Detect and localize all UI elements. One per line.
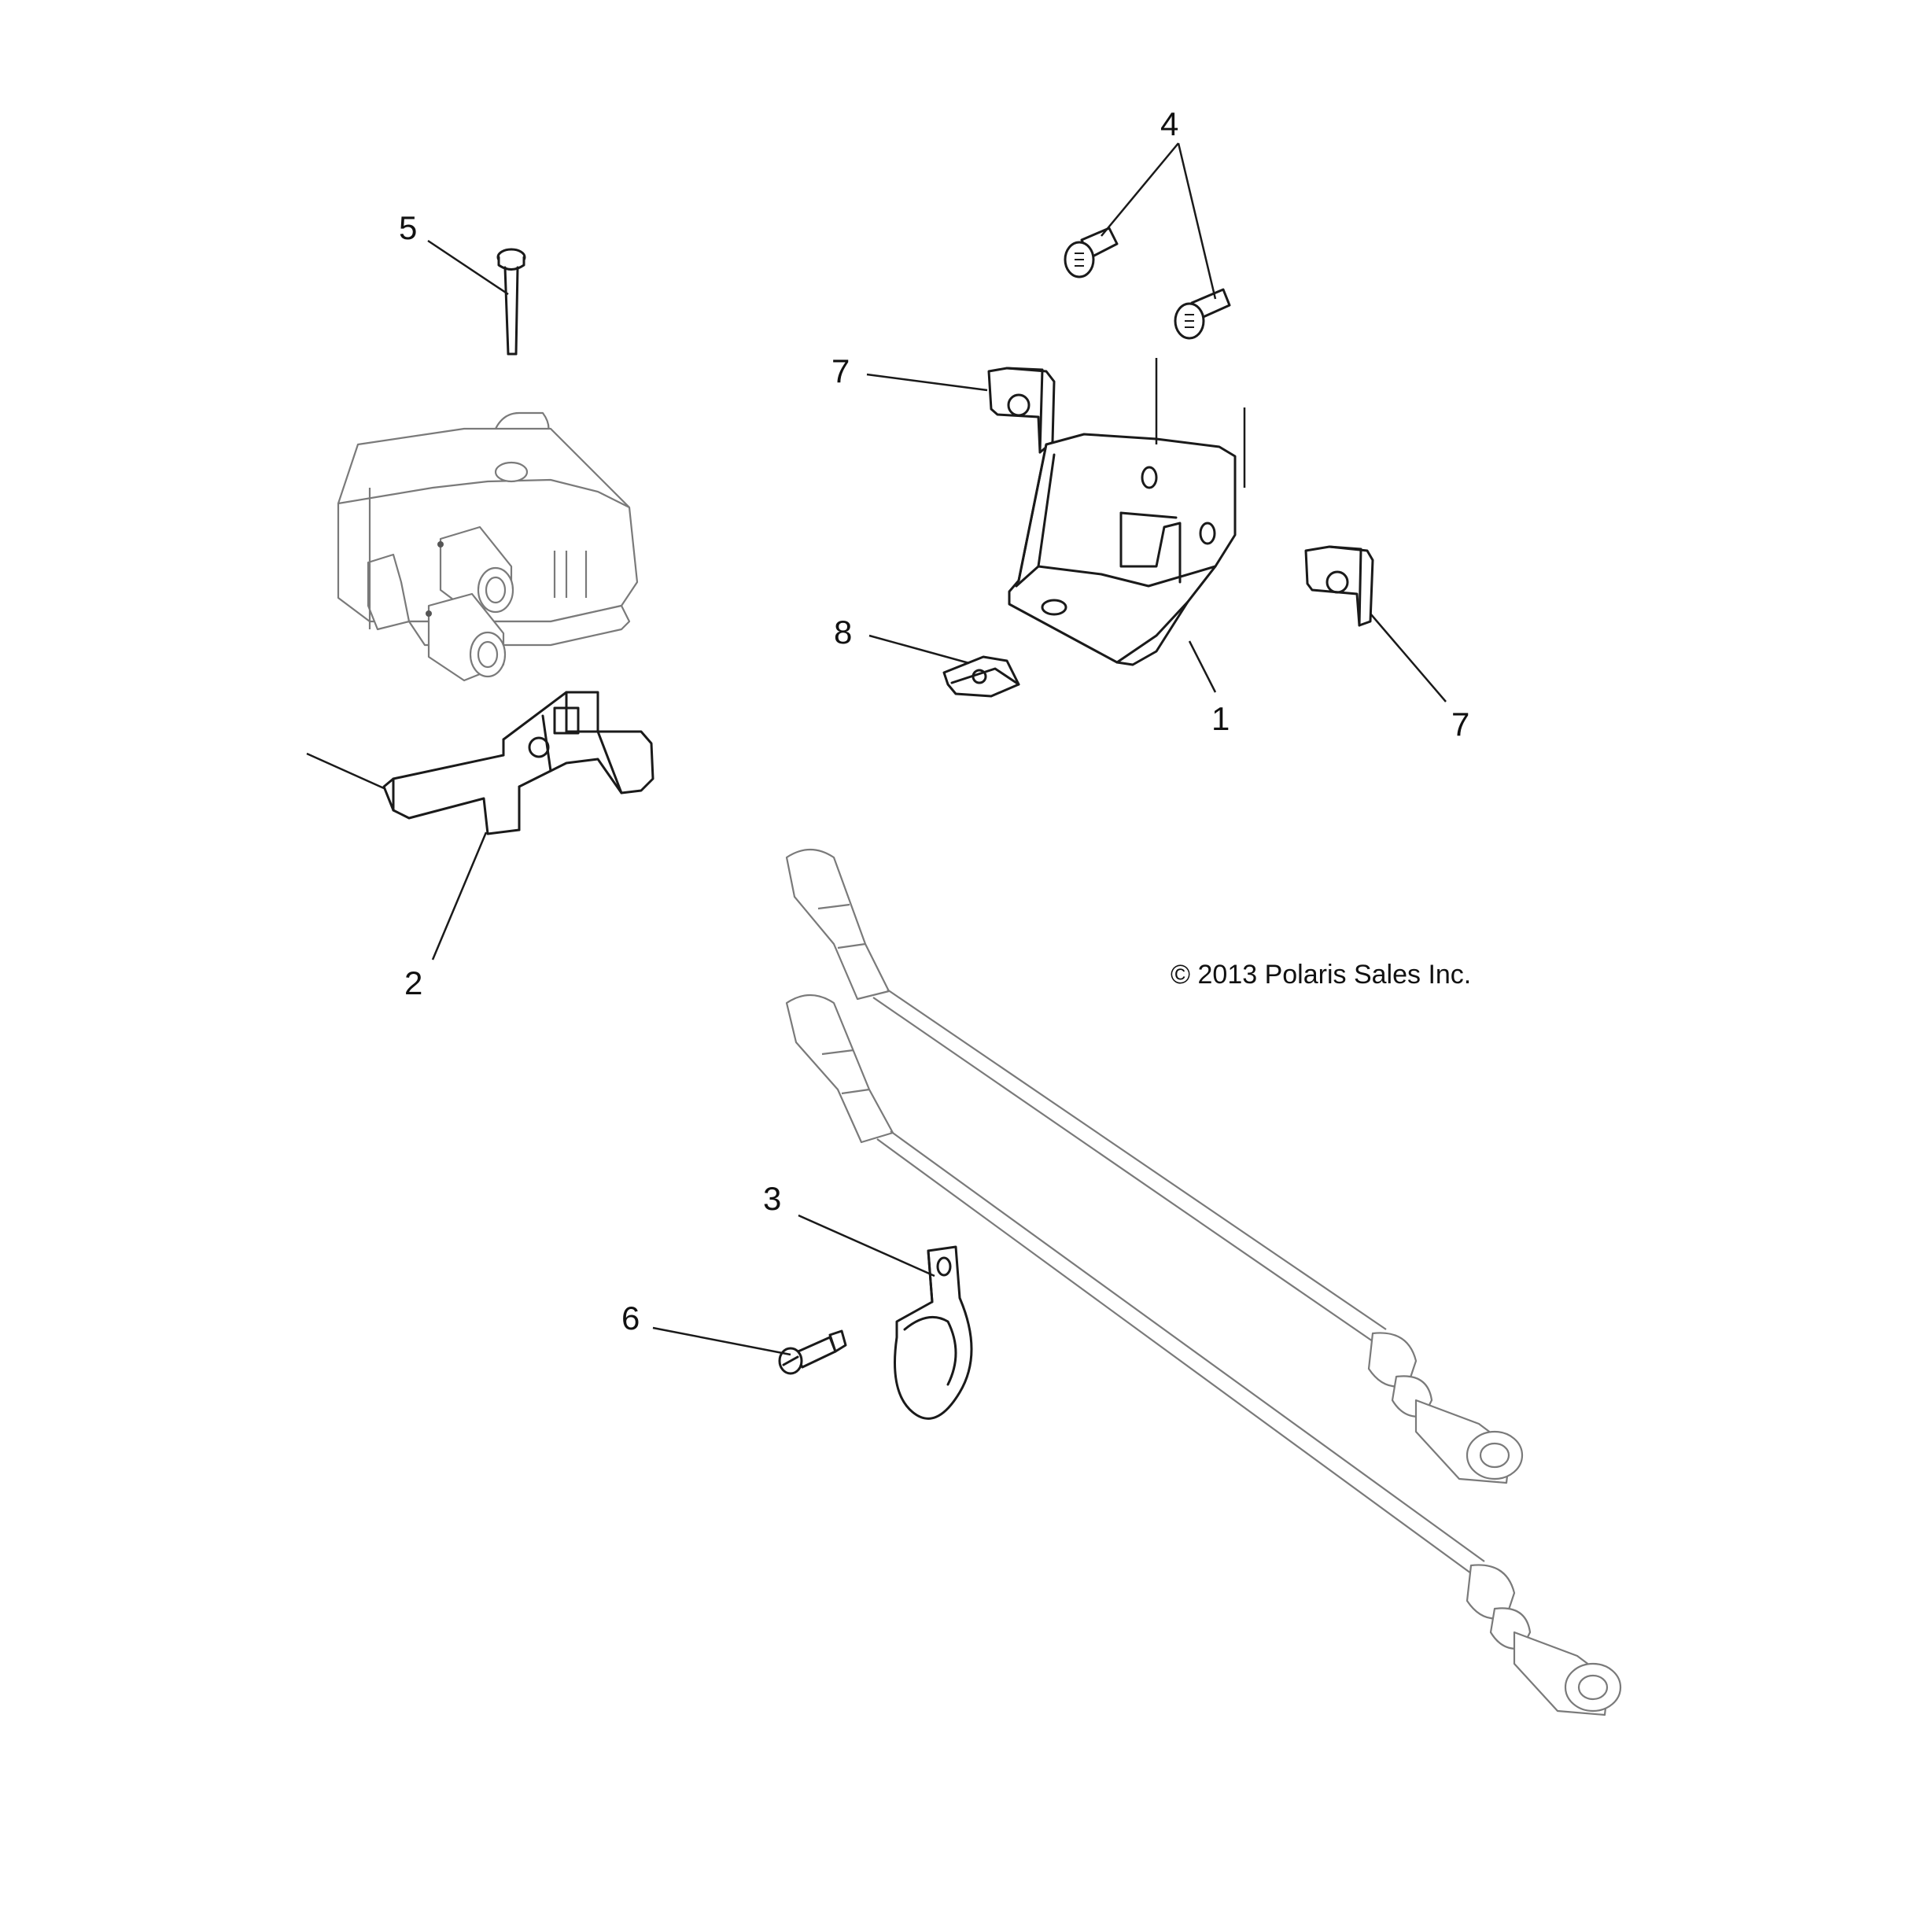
callout-2: 2 <box>404 964 422 1001</box>
part-4-screw-a <box>1064 227 1119 278</box>
callout-7-right: 7 <box>1451 706 1469 743</box>
part-6-bolt <box>778 1329 847 1375</box>
leader-5 <box>427 239 509 296</box>
callout-3: 3 <box>763 1180 781 1217</box>
leader-8 <box>868 634 970 665</box>
callout-6: 6 <box>621 1300 640 1337</box>
callout-5: 5 <box>399 209 417 246</box>
part-3-p-clamp <box>894 1245 973 1420</box>
leader-7-left <box>866 373 988 392</box>
part-2-bracket <box>382 691 654 835</box>
part-2-axis-line <box>306 752 385 790</box>
part-7-clip-nut-left <box>987 367 1056 454</box>
leader-3 <box>798 1214 935 1278</box>
leader-2 <box>431 831 488 960</box>
sensor-cable-upper <box>785 849 1524 1484</box>
copyright-text: © 2013 Polaris Sales Inc. <box>1171 960 1471 990</box>
part-7-clip-nut-right <box>1304 545 1374 627</box>
coil-module <box>337 411 639 682</box>
leader-4b <box>1177 142 1217 300</box>
callout-7-left: 7 <box>831 352 850 389</box>
part-4-screw-b <box>1174 288 1231 340</box>
callout-1: 1 <box>1211 700 1230 737</box>
sensor-cable-lower <box>785 994 1622 1716</box>
leader-7-right <box>1370 613 1447 702</box>
part-8-clip <box>942 655 1020 698</box>
part-1-mounting-bracket <box>1008 433 1237 666</box>
part-5-screw <box>496 248 526 356</box>
callout-8: 8 <box>834 614 852 651</box>
callout-4: 4 <box>1160 105 1178 142</box>
leader-1 <box>1188 640 1217 693</box>
leader-4a <box>1101 142 1179 237</box>
leader-6 <box>652 1326 791 1356</box>
